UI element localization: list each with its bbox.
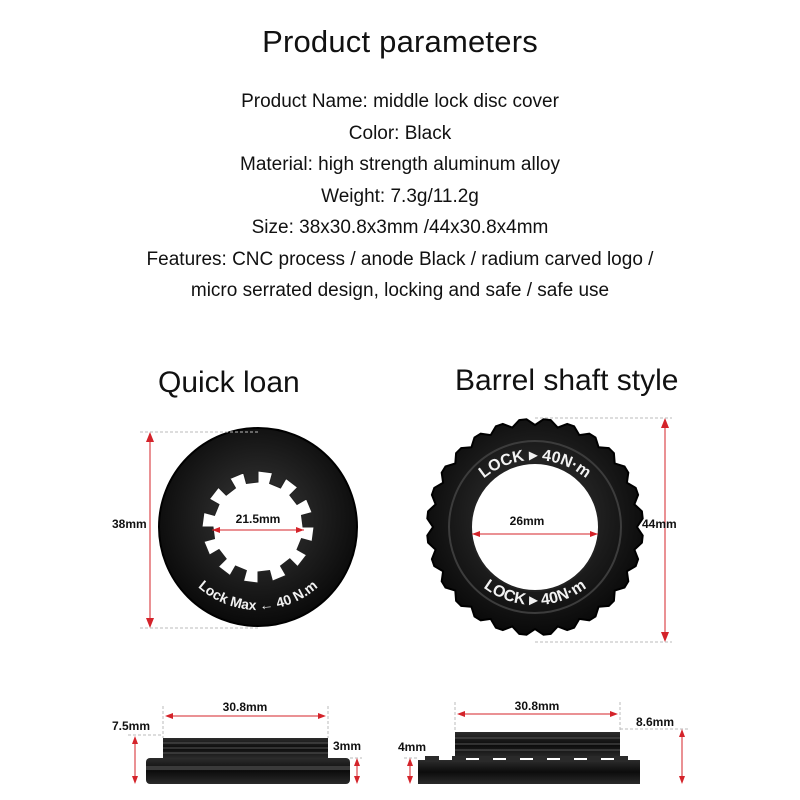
right-side-total-label: 8.6mm (636, 715, 674, 729)
spec-product-name: Product Name: middle lock disc cover (241, 91, 559, 112)
spec-features: Features: CNC process / anode Black / ra… (146, 248, 654, 270)
right-side-width-label: 30.8mm (515, 699, 560, 713)
left-side-thick-label: 3mm (333, 739, 361, 753)
right-inner-dimension: 26mm (472, 514, 598, 537)
quick-loan-ring: Lock Max ← 40 N.m (158, 427, 358, 627)
left-outer-dim-label: 38mm (112, 517, 147, 531)
left-inner-dim-label: 21.5mm (236, 512, 281, 526)
left-inner-dimension: 21.5mm (212, 512, 304, 533)
barrel-shaft-side-view: 30.8mm 8.6mm 4mm (398, 699, 688, 784)
barrel-shaft-heading: Barrel shaft style (455, 364, 679, 397)
left-side-width-label: 30.8mm (223, 700, 268, 714)
spec-weight: Weight: 7.3g/11.2g (321, 185, 479, 207)
spec-material: Material: high strength aluminum alloy (240, 154, 560, 175)
right-outer-dimension: 44mm (535, 417, 677, 643)
page-title: Product parameters (262, 24, 538, 59)
spec-color: Color: Black (348, 122, 452, 144)
spec-list: Product Name: middle lock disc cover Col… (0, 86, 800, 307)
left-side-total-label: 7.5mm (112, 719, 150, 733)
right-side-thick-label: 4mm (398, 740, 426, 754)
left-outer-dimension: 38mm (112, 431, 258, 629)
spec-size: Size: 38x30.8x3mm /44x30.8x4mm (251, 217, 549, 238)
barrel-shaft-ring: LOCK ▸ 40N·m LOCK ▸ 40N·m (426, 418, 644, 636)
right-inner-dim-label: 26mm (510, 514, 545, 528)
right-outer-dim-label: 44mm (642, 517, 677, 531)
quick-loan-heading: Quick loan (158, 366, 300, 399)
spec-features-continued: micro serrated design, locking and safe … (190, 280, 610, 301)
quick-loan-side-view: 30.8mm 7.5mm 3mm (112, 700, 362, 784)
